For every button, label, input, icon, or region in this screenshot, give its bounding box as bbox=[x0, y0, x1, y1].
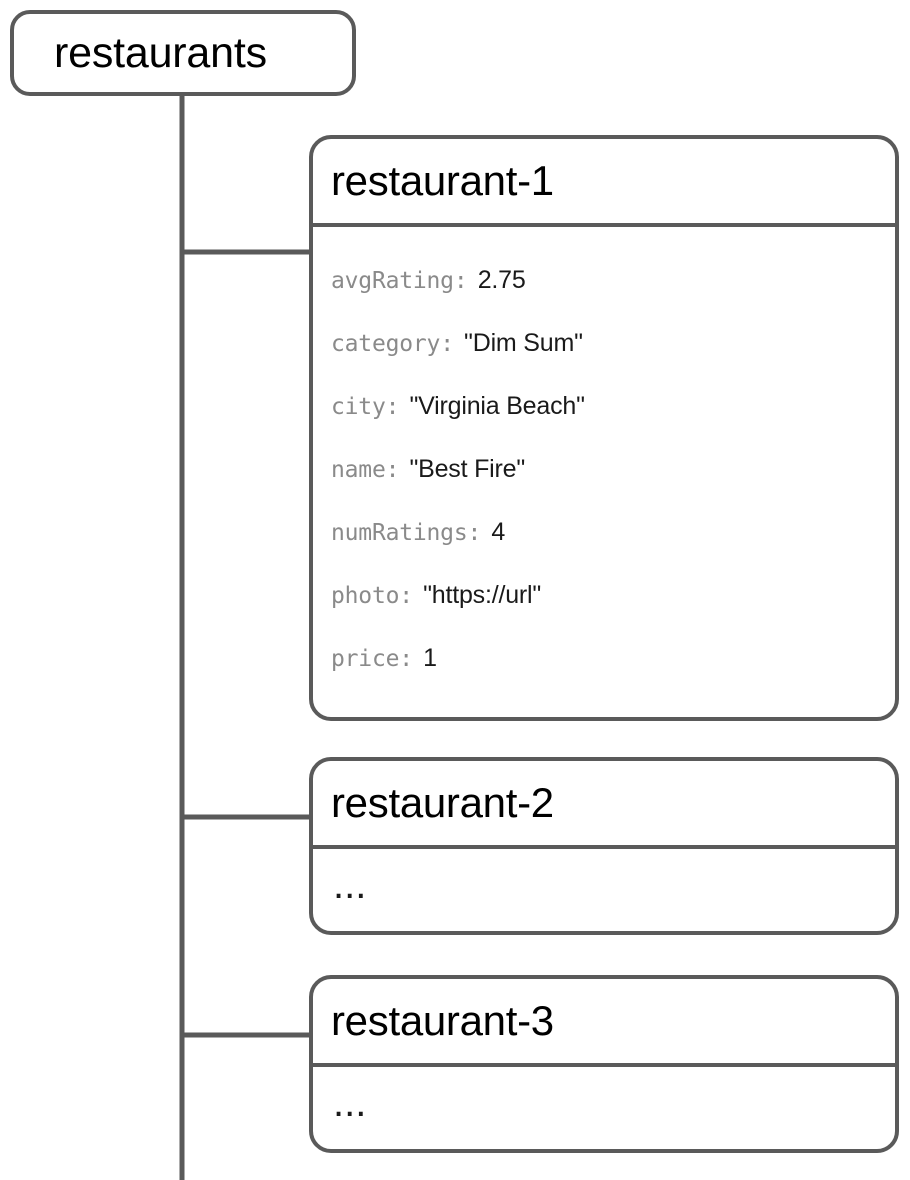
field-key: numRatings bbox=[331, 519, 468, 546]
field-key: category bbox=[331, 330, 441, 357]
field-colon: : bbox=[385, 456, 400, 483]
field-row: photo : "https://url" bbox=[331, 564, 877, 627]
field-colon: : bbox=[385, 393, 400, 420]
document-header: restaurant-2 bbox=[313, 761, 895, 849]
collection-node-restaurants[interactable]: restaurants bbox=[10, 10, 356, 96]
field-value: 4 bbox=[491, 518, 506, 546]
document-id-label: restaurant-2 bbox=[331, 779, 554, 826]
field-key: price bbox=[331, 645, 400, 672]
document-fields: avgRating : 2.75 category : "Dim Sum" ci… bbox=[313, 227, 895, 690]
field-colon: : bbox=[467, 519, 482, 546]
field-value: "Dim Sum" bbox=[464, 329, 583, 357]
field-key: photo bbox=[331, 582, 400, 609]
field-key: avgRating bbox=[331, 267, 454, 294]
field-colon: : bbox=[453, 267, 468, 294]
field-row: avgRating : 2.75 bbox=[331, 249, 877, 312]
document-node-restaurant-2[interactable]: restaurant-2 ... bbox=[309, 757, 899, 935]
document-node-restaurant-1[interactable]: restaurant-1 avgRating : 2.75 category :… bbox=[309, 135, 899, 721]
field-value: 1 bbox=[423, 644, 437, 672]
field-value: "Virginia Beach" bbox=[409, 392, 585, 420]
document-id-label: restaurant-1 bbox=[331, 157, 554, 204]
document-header: restaurant-1 bbox=[313, 139, 895, 227]
document-node-restaurant-3[interactable]: restaurant-3 ... bbox=[309, 975, 899, 1153]
field-row: city : "Virginia Beach" bbox=[331, 375, 877, 438]
document-fields: ... bbox=[313, 1067, 895, 1123]
field-row: category : "Dim Sum" bbox=[331, 312, 877, 375]
collapsed-fields-ellipsis: ... bbox=[333, 863, 367, 907]
field-key: city bbox=[331, 393, 386, 420]
collection-label: restaurants bbox=[54, 28, 267, 77]
field-value: 2.75 bbox=[477, 266, 526, 294]
field-value: "Best Fire" bbox=[409, 455, 526, 483]
field-row: price : 1 bbox=[331, 627, 877, 690]
field-row: name : "Best Fire" bbox=[331, 438, 877, 501]
field-colon: : bbox=[399, 645, 414, 672]
document-header: restaurant-3 bbox=[313, 979, 895, 1067]
field-colon: : bbox=[440, 330, 455, 357]
field-row: numRatings : 4 bbox=[331, 501, 877, 564]
document-fields: ... bbox=[313, 849, 895, 905]
field-colon: : bbox=[399, 582, 414, 609]
document-id-label: restaurant-3 bbox=[331, 997, 554, 1044]
field-value: "https://url" bbox=[423, 581, 542, 609]
field-key: name bbox=[331, 456, 386, 483]
collapsed-fields-ellipsis: ... bbox=[333, 1081, 367, 1125]
